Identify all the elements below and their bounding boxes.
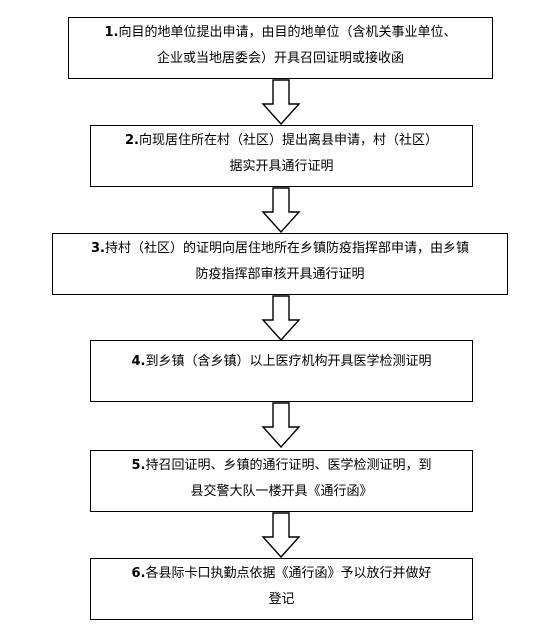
- step-3-text-2: 防疫指挥部审核开具通行证明: [195, 267, 365, 282]
- step-5-number: 5.: [131, 458, 146, 473]
- step-1-text-1: 向目的地单位提出申请，由目的地单位（含机关事业单位、: [118, 25, 457, 40]
- step-5-box: 5.持召回证明、乡镇的通行证明、医学检测证明，到 县交警大队一楼开具《通行函》: [90, 450, 473, 512]
- step-2-line-1: 2.向现居住所在村（社区）提出离县申请，村（社区）: [95, 128, 468, 154]
- step-6-line-1: 6.各县际卡口执勤点依据《通行函》予以放行并做好: [95, 561, 468, 587]
- down-arrow-icon: [261, 512, 301, 558]
- step-5-text-1: 持召回证明、乡镇的通行证明、医学检测证明，到: [145, 458, 432, 473]
- step-4-text-1: 到乡镇（含乡镇）以上医疗机构开具医学检测证明: [145, 354, 432, 369]
- step-5-text-2: 县交警大队一楼开具《通行函》: [190, 484, 373, 499]
- step-2-text-1: 向现居住所在村（社区）提出离县申请，村（社区）: [138, 133, 438, 148]
- step-6-text-2: 登记: [268, 592, 295, 607]
- step-2-text-2: 据实开具通行证明: [229, 159, 334, 174]
- step-3-number: 3.: [91, 241, 105, 256]
- step-4-box: 4.到乡镇（含乡镇）以上医疗机构开具医学检测证明: [90, 340, 473, 402]
- step-6-text-1: 各县际卡口执勤点依据《通行函》予以放行并做好: [145, 566, 432, 581]
- step-2-box: 2.向现居住所在村（社区）提出离县申请，村（社区） 据实开具通行证明: [90, 125, 473, 187]
- step-4-number: 4.: [131, 354, 146, 369]
- down-arrow-icon: [261, 79, 301, 125]
- step-6-box: 6.各县际卡口执勤点依据《通行函》予以放行并做好 登记: [90, 558, 473, 620]
- step-3-box: 3.持村（社区）的证明向居住地所在乡镇防疫指挥部申请，由乡镇 防疫指挥部审核开具…: [52, 233, 508, 295]
- step-1-line-1: 1.向目的地单位提出申请，由目的地单位（含机关事业单位、: [73, 20, 488, 46]
- step-5-line-1: 5.持召回证明、乡镇的通行证明、医学检测证明，到: [95, 453, 468, 479]
- step-3-line-1: 3.持村（社区）的证明向居住地所在乡镇防疫指挥部申请，由乡镇: [57, 236, 503, 262]
- step-6-number: 6.: [131, 566, 146, 581]
- down-arrow-icon: [261, 402, 301, 448]
- step-1-text-2: 企业或当地居委会）开具召回证明或接收函: [156, 51, 404, 66]
- down-arrow-icon: [261, 295, 301, 341]
- step-3-text-1: 持村（社区）的证明向居住地所在乡镇防疫指挥部申请，由乡镇: [104, 241, 469, 256]
- step-1-number: 1.: [104, 25, 119, 40]
- step-4-line-1: 4.到乡镇（含乡镇）以上医疗机构开具医学检测证明: [95, 349, 468, 375]
- step-1-box: 1.向目的地单位提出申请，由目的地单位（含机关事业单位、 企业或当地居委会）开具…: [68, 17, 493, 79]
- step-2-number: 2.: [125, 133, 139, 148]
- down-arrow-icon: [261, 187, 301, 233]
